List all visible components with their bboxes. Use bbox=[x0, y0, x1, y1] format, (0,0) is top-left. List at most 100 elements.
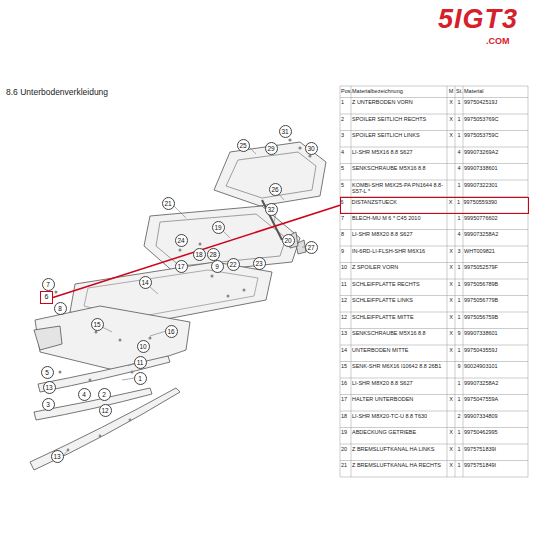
front-lip bbox=[30, 388, 180, 470]
table-cell: 1 bbox=[456, 199, 462, 205]
table-cell: LI-SHR M5X16 8.8 S627 bbox=[352, 149, 446, 155]
gearbox-cover bbox=[144, 206, 300, 274]
callout-number: 29 bbox=[265, 142, 278, 155]
table-cell: X bbox=[448, 281, 454, 287]
table-cell: X bbox=[448, 264, 454, 270]
table-cell: 11 bbox=[341, 281, 350, 287]
table-cell: 9975056779B bbox=[464, 297, 527, 303]
table-cell: 1 bbox=[456, 429, 462, 435]
table-cell: SENKSCHRAUBE M5X16 8.8 bbox=[352, 165, 446, 171]
table-cell: 1 bbox=[456, 297, 462, 303]
callout-number: 17 bbox=[175, 260, 188, 273]
callout-number: 23 bbox=[253, 257, 266, 270]
table-cell: 9 bbox=[341, 248, 350, 254]
table-cell: 18 bbox=[341, 413, 350, 419]
table-cell: SENK-SHR M6X16 I10642 8.8 26B1 bbox=[352, 363, 446, 369]
table-cell: 1 bbox=[456, 347, 462, 353]
table-cell: LI-SHR M8X20 8.8 S627 bbox=[352, 231, 446, 237]
table-cell: 9975053769C bbox=[464, 116, 527, 122]
table-cell: 4 bbox=[456, 231, 462, 237]
table-cell: 1 bbox=[456, 99, 462, 105]
table-cell: 99907338601 bbox=[464, 330, 527, 336]
callout-number: 1 bbox=[134, 372, 147, 385]
table-cell: 9975052579F bbox=[464, 264, 527, 270]
table-cell: 1 bbox=[456, 132, 462, 138]
table-cell: 99750559390 bbox=[464, 199, 527, 205]
table-cell: 5 bbox=[341, 165, 350, 171]
table-cell: X bbox=[448, 314, 454, 320]
table-cell: Z UNTERBODEN VORN bbox=[352, 99, 446, 105]
table-cell: X bbox=[448, 347, 454, 353]
table-cell: 20 bbox=[341, 446, 350, 452]
table-cell: SENKSCHRAUBE M5X16 8.8 bbox=[352, 330, 446, 336]
callout-number: 30 bbox=[305, 142, 318, 155]
table-cell: 99750462995 bbox=[464, 429, 527, 435]
table-cell: 9 bbox=[456, 363, 462, 369]
table-cell: IN-6RD-LI-FLSH-SHR M6X16 bbox=[352, 248, 446, 254]
table-cell: 4 bbox=[456, 165, 462, 171]
table-cell: SCHLEIFPLATTE RECHTS bbox=[352, 281, 446, 287]
table-header: Material bbox=[464, 88, 527, 94]
callout-number: 12 bbox=[99, 404, 112, 417]
callout-number: 4 bbox=[78, 388, 91, 401]
side-spoiler bbox=[34, 326, 62, 350]
table-cell: 1 bbox=[456, 116, 462, 122]
table-header: St. bbox=[456, 88, 462, 94]
logo-text: 5IGT3 bbox=[438, 4, 518, 35]
table-cell: X bbox=[448, 199, 454, 205]
table-header: Materialbezeichnung bbox=[352, 88, 446, 94]
front-spoiler bbox=[38, 356, 170, 392]
table-cell: X bbox=[448, 248, 454, 254]
engine-cover bbox=[214, 142, 326, 206]
table-cell: 9975053759C bbox=[464, 132, 527, 138]
table-cell: 99950776602 bbox=[464, 215, 527, 221]
callout-number: 2 bbox=[98, 388, 111, 401]
table-cell: X bbox=[448, 99, 454, 105]
callout-number: 21 bbox=[162, 197, 175, 210]
callout-number: 27 bbox=[305, 241, 318, 254]
table-cell: 21 bbox=[341, 462, 350, 468]
table-cell: X bbox=[448, 116, 454, 122]
callout-number: 5 bbox=[41, 366, 54, 379]
leader-lines bbox=[63, 147, 306, 456]
table-cell: WHT009821 bbox=[464, 248, 527, 254]
table-cell: 9975047559A bbox=[464, 396, 527, 402]
table-cell: SPOILER SEITLICH LINKS bbox=[352, 132, 446, 138]
table-cell: ABDECKUNG GETRIEBE bbox=[352, 429, 446, 435]
table-cell: 10 bbox=[341, 264, 350, 270]
table-cell: 12 bbox=[341, 314, 350, 320]
table-cell: 999073269A2 bbox=[464, 149, 527, 155]
highlighted-table-row: 6DISTANZSTUECKX199750559390 bbox=[340, 197, 529, 215]
table-cell: 3 bbox=[456, 248, 462, 254]
table-cell: 2 bbox=[456, 413, 462, 419]
table-cell: 9975751849I bbox=[464, 462, 527, 468]
callout-number: 25 bbox=[237, 139, 250, 152]
table-cell: 8 bbox=[341, 231, 350, 237]
callout-number: 15 bbox=[91, 318, 104, 331]
table-cell: 1 bbox=[456, 264, 462, 270]
table-cell: Z BREMSLUFTKANAL HA RECHTS bbox=[352, 462, 446, 468]
callout-number: 7 bbox=[42, 278, 55, 291]
diagram-title: 8.6 Unterbodenverkleidung bbox=[6, 87, 108, 97]
table-header: M bbox=[448, 88, 454, 94]
table-cell: 9975056789B bbox=[464, 281, 527, 287]
table-cell: 9 bbox=[456, 330, 462, 336]
callout-number: 24 bbox=[175, 234, 188, 247]
table-cell: SPOILER SEITLICH RECHTS bbox=[352, 116, 446, 122]
table-cell: 90024903101 bbox=[464, 363, 527, 369]
callout-number: 13 bbox=[51, 450, 64, 463]
callout-number: 28 bbox=[207, 248, 220, 261]
table-cell: 2 bbox=[341, 116, 350, 122]
table-cell: 99907322301 bbox=[464, 182, 527, 188]
callout-number: 32 bbox=[265, 203, 278, 216]
callout-number: 9 bbox=[211, 260, 224, 273]
table-cell: 1 bbox=[456, 182, 462, 188]
table-cell: LI-SHR M8X20-TC-U 8.8 T630 bbox=[352, 413, 446, 419]
callout-number: 18 bbox=[193, 248, 206, 261]
table-cell: SCHLEIFPLATTE LINKS bbox=[352, 297, 446, 303]
highlight-callout-box: 6 bbox=[40, 291, 53, 304]
table-cell: 15 bbox=[341, 363, 350, 369]
table-cell: DISTANZSTUECK bbox=[352, 199, 446, 205]
callout-number: 10 bbox=[137, 340, 150, 353]
